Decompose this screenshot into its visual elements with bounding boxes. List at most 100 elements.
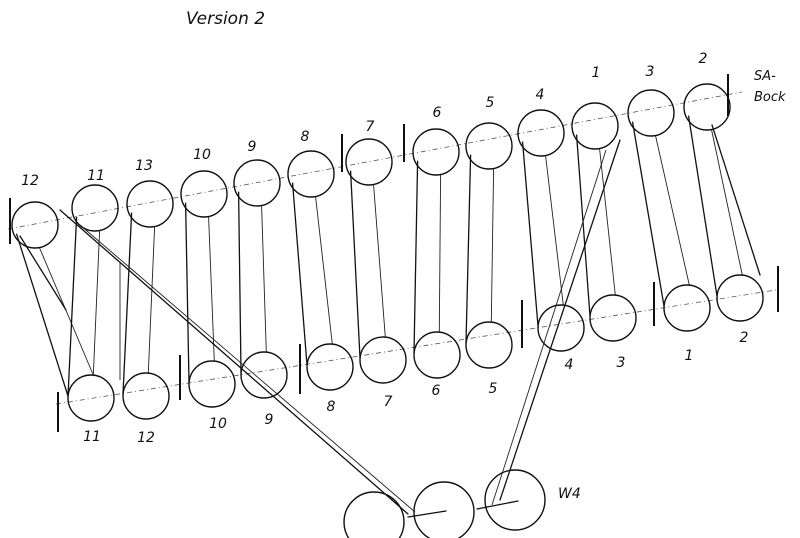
thread-line xyxy=(545,155,564,306)
roll-label: 4 xyxy=(565,357,574,373)
roll-circle xyxy=(126,180,174,228)
roll-circle xyxy=(571,102,619,150)
roll-label: 12 xyxy=(137,430,155,446)
thread-line xyxy=(438,174,442,333)
thread-line xyxy=(655,135,690,286)
roll-circle xyxy=(122,372,170,420)
roll-circle xyxy=(683,83,731,131)
lower-roll-l4: 4 xyxy=(537,304,585,373)
lower-roll-l9: 9 xyxy=(240,351,288,428)
roll-label: 3 xyxy=(617,355,626,371)
roll-label: 3 xyxy=(646,64,655,80)
upper-roll-axis xyxy=(7,91,743,230)
lower-roll-l11: 11 xyxy=(67,374,115,445)
roll-label: 8 xyxy=(327,399,336,415)
upper-roll-u6: 6 xyxy=(412,105,460,176)
upper-roll-u11: 11 xyxy=(71,168,119,232)
thread-line xyxy=(92,230,101,376)
w4-roll xyxy=(343,491,405,538)
roll-circle xyxy=(188,360,236,408)
upper-roll-u13: 13 xyxy=(126,158,174,228)
thread-line xyxy=(67,216,78,397)
upper-axis-line xyxy=(7,91,743,230)
roll-label: 1 xyxy=(592,65,601,81)
upper-roll-u1: 1 xyxy=(571,65,619,150)
thread-line xyxy=(261,205,267,353)
roll-label: 7 xyxy=(384,394,393,410)
w4-roll xyxy=(484,469,546,531)
roll-label: 2 xyxy=(699,51,708,67)
roll-circle xyxy=(465,122,513,170)
lower-roll-l2: 2 xyxy=(716,274,764,346)
upper-roll-u4: 4 xyxy=(517,87,565,157)
roll-circle xyxy=(412,128,460,176)
thread-line xyxy=(122,212,133,395)
sa-bock-label: SA- Bock xyxy=(754,69,786,105)
roll-circle xyxy=(11,201,59,249)
roll-circle xyxy=(537,304,585,352)
thread-line xyxy=(15,233,69,397)
roll-label: 9 xyxy=(248,139,257,155)
thread-line xyxy=(711,124,761,276)
thread-line-to-w4 xyxy=(59,209,409,515)
roll-label: 10 xyxy=(209,416,227,432)
w4-connector xyxy=(407,510,447,518)
roll-circle xyxy=(240,351,288,399)
roll-label: 2 xyxy=(740,330,749,346)
w4-roll xyxy=(413,481,475,538)
roll-circle xyxy=(233,159,281,207)
thread-line xyxy=(575,134,591,317)
roll-label: 5 xyxy=(486,95,495,111)
roll-label: 5 xyxy=(489,381,498,397)
upper-roll-u9: 9 xyxy=(233,139,281,207)
roll-circle xyxy=(589,294,637,342)
roll-circle xyxy=(67,374,115,422)
roll-label: 11 xyxy=(87,168,105,184)
w4-connector xyxy=(476,500,519,510)
roll-label: 8 xyxy=(301,129,310,145)
roll-circle xyxy=(465,321,513,369)
sa-bock-label-line-2: Bock xyxy=(754,90,786,105)
lower-roll-l7: 7 xyxy=(359,336,407,410)
upper-roll-u5: 5 xyxy=(465,95,513,170)
roll-label: 7 xyxy=(366,119,375,135)
roll-label: 4 xyxy=(536,87,545,103)
thread-line xyxy=(687,115,718,297)
roll-label: 6 xyxy=(433,105,442,121)
thread-line-to-w4 xyxy=(79,224,416,513)
diagram-title: Version 2 xyxy=(186,9,265,29)
thread-line xyxy=(208,216,215,362)
lower-roll-l5: 5 xyxy=(465,321,513,397)
roll-circle xyxy=(413,331,461,379)
w4-label: W4 xyxy=(558,486,581,502)
roll-circle xyxy=(71,184,119,232)
lower-roll-l8: 8 xyxy=(306,343,354,415)
lower-roll-l3: 3 xyxy=(589,294,637,371)
roll-label: 10 xyxy=(193,147,211,163)
roll-circle xyxy=(627,89,675,137)
thread-line xyxy=(711,129,743,276)
roll-label: 13 xyxy=(135,158,153,174)
thread-line xyxy=(39,247,94,376)
thread-line xyxy=(315,196,333,345)
thread-line xyxy=(237,191,242,374)
upper-roll-u12: 12 xyxy=(11,173,59,249)
thread-line xyxy=(465,154,472,344)
thread-line xyxy=(147,226,156,374)
thread-line xyxy=(349,170,361,359)
thread-line-to-w4 xyxy=(491,149,607,506)
thread-line xyxy=(413,160,419,354)
upper-roll-u2: 2 xyxy=(683,51,731,131)
thread-line xyxy=(184,202,190,383)
upper-roll-u8: 8 xyxy=(287,129,335,198)
thread-line xyxy=(599,148,616,296)
roll-label: 12 xyxy=(21,173,39,189)
roll-circle xyxy=(663,284,711,332)
thread-line-to-w4 xyxy=(499,139,621,501)
thread-lines xyxy=(15,115,761,515)
roll-label: 6 xyxy=(432,383,441,399)
thread-line xyxy=(521,141,539,327)
roll-label: 9 xyxy=(265,412,274,428)
